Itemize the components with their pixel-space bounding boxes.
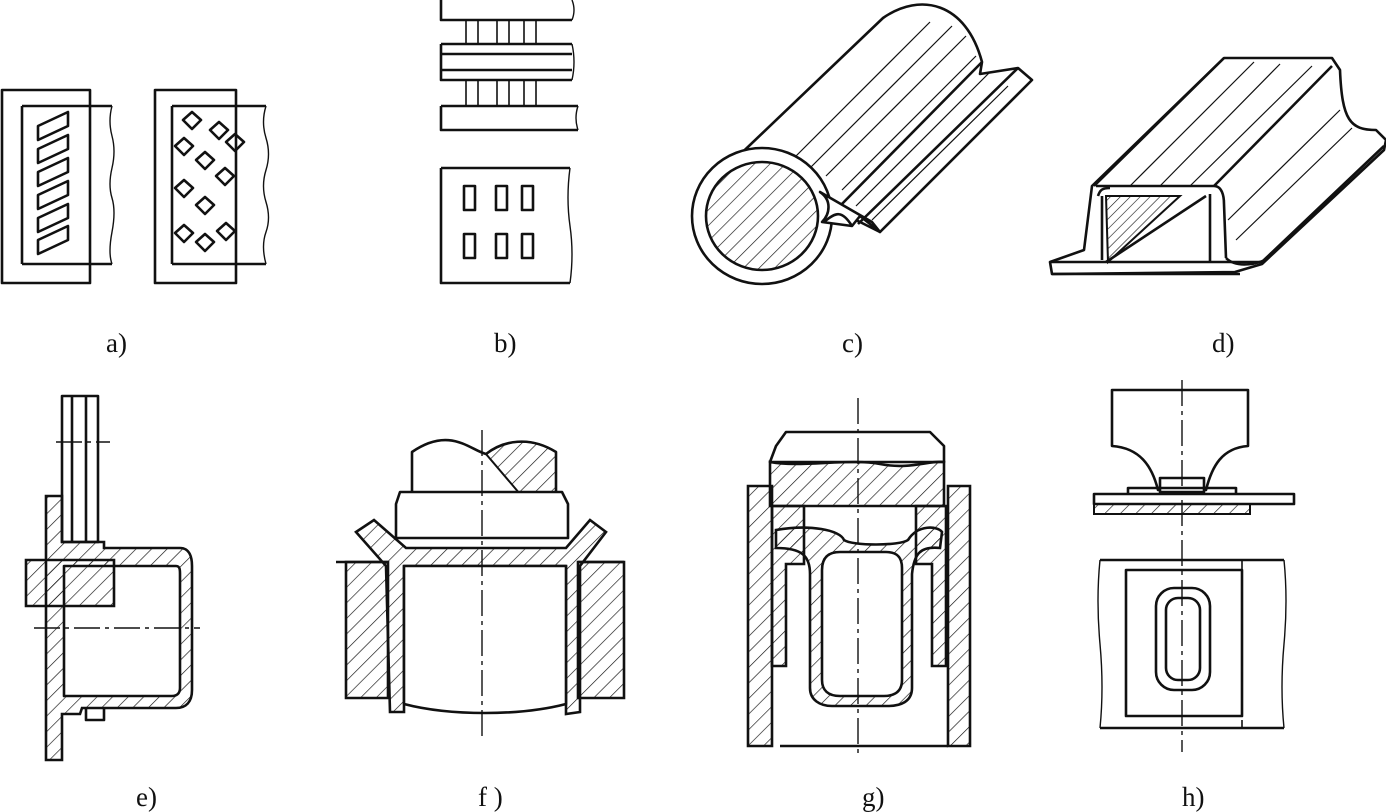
diagram-c-tube-with-flange: c)	[690, 3, 1034, 358]
diagram-a-diamond-holes	[153, 88, 270, 285]
diagram-b: b)	[439, 0, 579, 358]
label-g: g)	[862, 782, 885, 812]
diagram-a: a)	[0, 88, 270, 358]
diagram-h-plan	[1097, 558, 1287, 730]
label-c: c)	[842, 328, 863, 358]
diagram-b-side-view	[439, 0, 579, 132]
diagram-g-deep-draw-tool: g)	[746, 398, 972, 812]
diagram-f-punch-and-die: f )	[336, 430, 626, 812]
diagram-h-section	[1092, 388, 1296, 515]
label-e: e)	[136, 782, 157, 812]
diagram-b-plan-view	[439, 166, 573, 285]
label-h: h)	[1182, 782, 1205, 812]
label-f: f )	[478, 782, 503, 812]
diagram-d-channel-profile: d)	[1048, 56, 1386, 358]
label-d: d)	[1212, 328, 1235, 358]
diagram-h-flanged-hole: h)	[1092, 380, 1296, 812]
label-a: a)	[106, 328, 127, 358]
diagram-a-slanted-slots	[0, 88, 115, 285]
label-b: b)	[494, 328, 517, 358]
diagram-e-flanged-cup: e)	[24, 394, 200, 812]
